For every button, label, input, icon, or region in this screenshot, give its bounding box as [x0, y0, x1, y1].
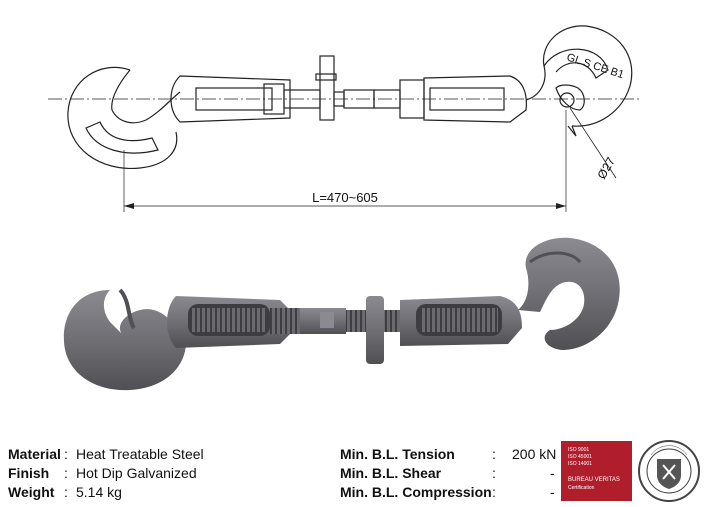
turnbuckle-render — [63, 237, 620, 391]
cert-iso-line: ISO 14001 — [568, 461, 592, 467]
certification-badge: ISO 9001 ISO 45001 ISO 14001 BUREAU VERI… — [561, 440, 706, 503]
diameter-label: Ø27 — [594, 155, 618, 182]
spec-weight-label: Weight — [8, 484, 55, 500]
spec-compression-label: Min. B.L. Compression — [340, 484, 492, 500]
spec-compression-value: - — [550, 484, 555, 500]
spec-tension-value: 200 kN — [512, 446, 557, 462]
colon: : — [492, 484, 496, 500]
cert-iso-line: ISO 45001 — [568, 454, 592, 460]
spec-finish-value: Hot Dip Galvanized — [76, 465, 197, 481]
spec-finish-label: Finish — [8, 465, 50, 481]
spec-material-value: Heat Treatable Steel — [76, 446, 204, 462]
cert-sub: Certification — [568, 485, 595, 491]
cert-brand: BUREAU VERITAS — [568, 477, 620, 483]
bureau-veritas-seal-icon — [638, 440, 700, 502]
spec-weight: Weight : — [8, 484, 68, 500]
left-hook — [63, 288, 186, 391]
colon: : — [492, 465, 496, 481]
spec-material: Material : — [8, 446, 68, 462]
spec-material-label: Material — [8, 446, 61, 462]
cert-panel: ISO 9001 ISO 45001 ISO 14001 BUREAU VERI… — [561, 441, 632, 501]
colon: : — [64, 465, 68, 481]
colon: : — [64, 484, 68, 500]
spec-shear-label: Min. B.L. Shear — [340, 465, 442, 481]
colon: : — [492, 446, 496, 462]
length-dimension-label: L=470~605 — [312, 190, 378, 205]
colon: : — [64, 446, 68, 462]
cert-iso-line: ISO 9001 — [568, 447, 590, 453]
spec-tension-label: Min. B.L. Tension — [340, 446, 455, 462]
spec-shear-value: - — [550, 465, 555, 481]
center-plate — [366, 296, 384, 364]
right-hook — [518, 237, 620, 350]
spec-finish: Finish : — [8, 465, 68, 481]
technical-drawing: L=470~605 Ø27 GL S CE B1 — [48, 25, 640, 212]
spec-weight-value: 5.14 kg — [76, 484, 122, 500]
